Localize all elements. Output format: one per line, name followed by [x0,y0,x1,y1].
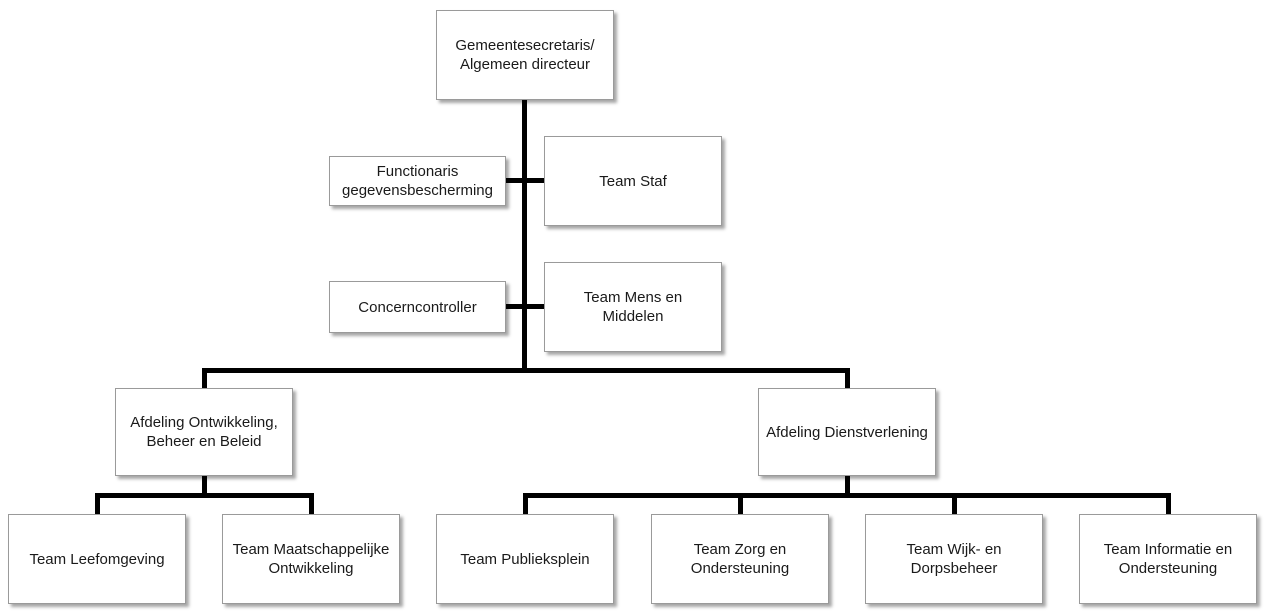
dept-2-stem [845,474,850,496]
dept-1-team-2-drop [309,493,314,516]
dept-2-team-2-drop [738,493,743,516]
dept-horizontal-line [202,368,850,373]
team-box-leefomgeving: Team Leefomgeving [8,514,186,604]
dept-2-team-1-drop [523,493,528,516]
staff-box-functionaris: Functionaris gegevensbescherming [329,156,506,206]
staff-connector-1 [505,178,545,183]
team-box-informatie-en-ondersteuning: Team Informatie en Ondersteuning [1079,514,1257,604]
dept-1-teams-line [95,493,314,498]
dept-1-stem [202,474,207,496]
dept-2-drop [845,368,850,390]
dept-1-drop [202,368,207,390]
staff-connector-2 [505,304,545,309]
dept-2-teams-line [523,493,1171,498]
top-box: Gemeentesecretaris/ Algemeen directeur [436,10,614,100]
dept-2-team-4-drop [1166,493,1171,516]
team-box-maatschappelijke-ontwikkeling: Team Maatschappelijke Ontwikkeling [222,514,400,604]
dept-box-dienstverlening: Afdeling Dienstverlening [758,388,936,476]
staff-box-team-staf: Team Staf [544,136,722,226]
team-box-publieksplein: Team Publieksplein [436,514,614,604]
dept-2-team-3-drop [952,493,957,516]
dept-1-team-1-drop [95,493,100,516]
dept-box-ontwikkeling: Afdeling Ontwikkeling, Beheer en Beleid [115,388,293,476]
staff-box-concerncontroller: Concerncontroller [329,281,506,333]
staff-box-team-mens-en-middelen: Team Mens en Middelen [544,262,722,352]
team-box-zorg-en-ondersteuning: Team Zorg en Ondersteuning [651,514,829,604]
team-box-wijk-en-dorpsbeheer: Team Wijk- en Dorpsbeheer [865,514,1043,604]
trunk-line [522,100,527,373]
